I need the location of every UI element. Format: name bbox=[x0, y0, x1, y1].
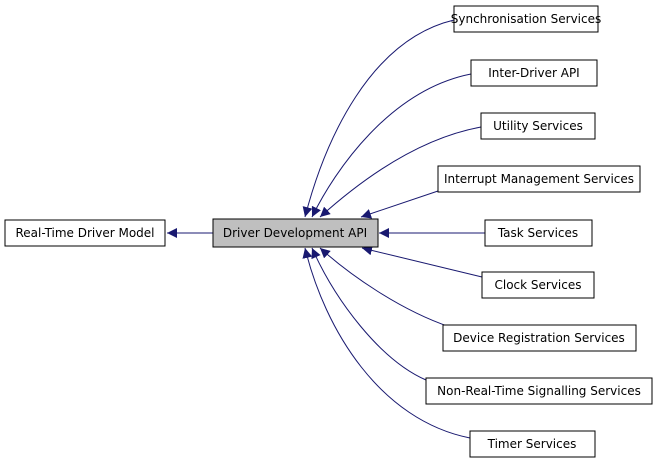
node-label: Non-Real-Time Signalling Services bbox=[437, 384, 641, 398]
node-clock-services[interactable]: Clock Services bbox=[481, 271, 595, 299]
node-label: Clock Services bbox=[494, 278, 581, 292]
node-task-services[interactable]: Task Services bbox=[484, 219, 593, 247]
edge-clock-services bbox=[361, 245, 483, 278]
node-label: Inter-Driver API bbox=[488, 66, 579, 80]
node-label: Synchronisation Services bbox=[451, 12, 602, 26]
node-label: Interrupt Management Services bbox=[444, 172, 634, 186]
node-label: Timer Services bbox=[487, 437, 577, 451]
edge-inter-driver-api bbox=[311, 73, 472, 218]
node-label: Task Services bbox=[497, 226, 578, 240]
edge-device-registration-services bbox=[319, 247, 451, 328]
edge-interrupt-management-services bbox=[360, 190, 439, 219]
node-driver-development-api[interactable]: Driver Development API bbox=[212, 218, 379, 248]
node-label: Device Registration Services bbox=[453, 331, 625, 345]
nodes: Real-Time Driver Model Driver Developmen… bbox=[4, 5, 653, 458]
edges bbox=[167, 19, 485, 439]
node-label: Real-Time Driver Model bbox=[15, 226, 154, 240]
edge-synchronisation-services bbox=[302, 19, 455, 218]
edge-non-real-time-signalling-services bbox=[311, 247, 427, 381]
node-utility-services[interactable]: Utility Services bbox=[480, 112, 596, 140]
node-interrupt-management-services[interactable]: Interrupt Management Services bbox=[437, 165, 641, 193]
node-device-registration-services[interactable]: Device Registration Services bbox=[442, 324, 637, 352]
node-label: Driver Development API bbox=[223, 226, 367, 240]
edge-utility-services bbox=[319, 126, 482, 218]
node-non-real-time-signalling-services[interactable]: Non-Real-Time Signalling Services bbox=[425, 377, 653, 405]
edge-timer-services bbox=[302, 247, 471, 439]
node-timer-services[interactable]: Timer Services bbox=[469, 430, 596, 458]
node-label: Utility Services bbox=[493, 119, 583, 133]
node-synchronisation-services[interactable]: Synchronisation Services bbox=[451, 5, 602, 33]
node-inter-driver-api[interactable]: Inter-Driver API bbox=[470, 59, 598, 87]
node-real-time-driver-model[interactable]: Real-Time Driver Model bbox=[4, 219, 166, 247]
